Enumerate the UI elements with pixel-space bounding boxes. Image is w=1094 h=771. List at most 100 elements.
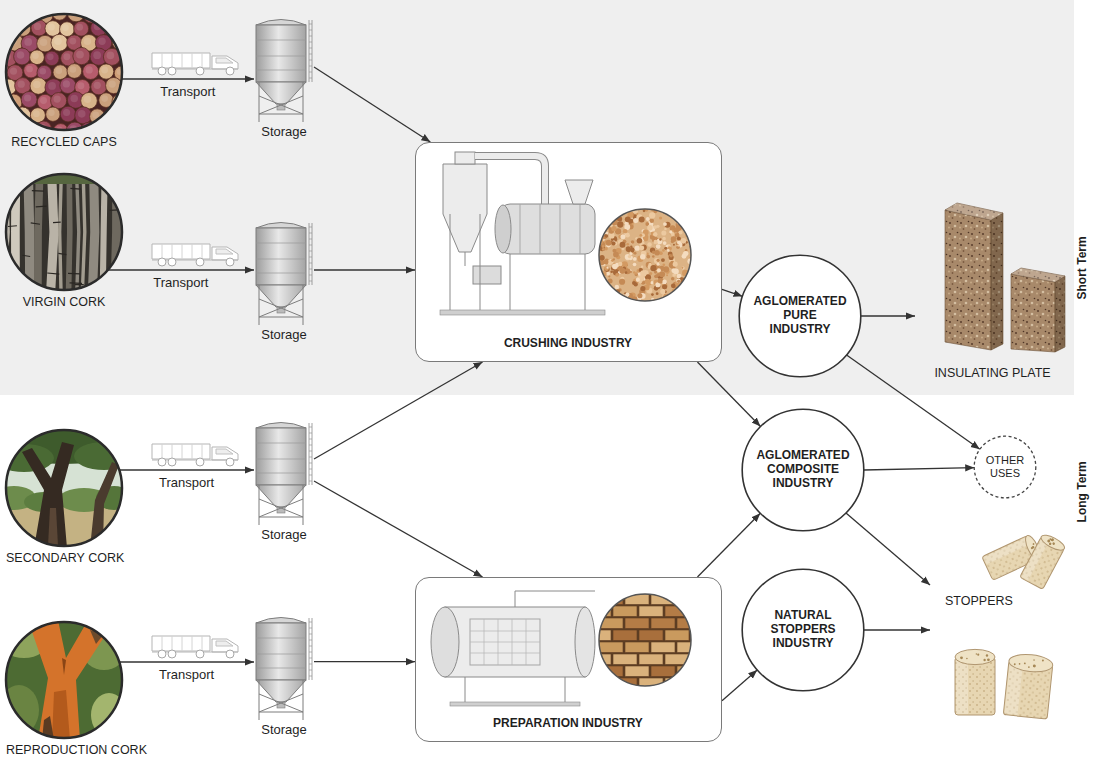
illustration-part: [606, 271, 610, 275]
illustration-part: [615, 272, 619, 276]
illustration-part: [309, 640, 312, 641]
product-illustration: INSULATING PLATE: [915, 198, 1070, 380]
illustration-part: [475, 156, 545, 204]
illustration-part: [601, 293, 607, 299]
illustration-part: [643, 236, 648, 241]
flow-arrow: [846, 513, 930, 585]
illustration-part: [703, 666, 727, 677]
illustration-part: [48, 109, 54, 115]
illustration-part: [683, 206, 688, 211]
illustration-part: [987, 658, 990, 661]
illustration-part: [673, 268, 679, 274]
illustration-part: [108, 111, 115, 118]
illustration-part: [309, 427, 312, 428]
node-graphic: [4, 12, 124, 132]
illustration-part: [259, 82, 303, 122]
illustration-part: [63, 80, 70, 87]
illustration-part: [642, 209, 645, 212]
illustration-part: [682, 214, 687, 219]
illustration-part: [1003, 653, 1053, 720]
illustration-part: [691, 606, 715, 617]
illustration-part: [1021, 538, 1049, 581]
illustration-part: [662, 249, 665, 252]
illustration-part: [84, 96, 91, 103]
circle-outline: [742, 409, 864, 531]
industry-label: PREPARATION INDUSTRY: [493, 717, 643, 731]
illustration-part: [960, 656, 963, 659]
illustration-part: [48, 82, 56, 90]
illustration-part: [611, 241, 615, 245]
illustration-part: [11, 172, 20, 292]
illustration-part: [630, 247, 634, 251]
illustration-part: [688, 286, 692, 290]
flow-arrow: [697, 362, 760, 427]
illustration-part: [309, 48, 312, 49]
illustration-part: [604, 292, 609, 297]
illustration-part: [519, 204, 520, 254]
illustration-part: [431, 607, 459, 677]
illustration-part: [465, 591, 595, 702]
illustration-part: [309, 646, 312, 647]
illustration-part: [1049, 542, 1052, 545]
illustration-part: [256, 680, 306, 702]
illustration-part: [309, 54, 312, 55]
illustration-part: [259, 680, 303, 720]
illustration-part: [632, 257, 636, 261]
illustration-part: [309, 439, 312, 440]
illustration-part: [256, 654, 306, 655]
flow-arrow: [697, 513, 760, 577]
illustration-part: [24, 94, 31, 101]
illustration-part: [654, 274, 658, 278]
illustration-part: [676, 236, 680, 240]
illustration-part: [599, 209, 691, 301]
illustration-part: [579, 204, 580, 254]
illustration-part: [684, 283, 690, 289]
illustration-part: [33, 81, 41, 89]
illustration-part: [22, 442, 74, 548]
illustration-part: [604, 247, 608, 251]
illustration-part: [60, 106, 76, 122]
illustration-part: [18, 81, 25, 88]
illustration-part: [58, 253, 66, 254]
illustration-part: [1, 112, 8, 119]
flow-arrow: [314, 481, 483, 577]
illustration-part: [99, 64, 114, 79]
flow-arrow: [864, 468, 974, 470]
illustration-part: [629, 270, 631, 272]
illustration-part: [98, 38, 105, 45]
flow-arrow: [314, 269, 415, 270]
illustration-part: [617, 261, 621, 265]
illustration-part: [0, 92, 9, 108]
illustration-part: [648, 262, 651, 265]
flow-arrow: [314, 362, 483, 459]
illustration-part: [662, 236, 666, 240]
illustration-part: [309, 227, 312, 228]
illustration-part: [40, 38, 47, 45]
illustration-part: [685, 209, 690, 214]
illustration-part: [966, 658, 968, 660]
illustration-part: [655, 244, 660, 249]
illustration-part: [45, 51, 59, 65]
illustration-part: [602, 283, 607, 288]
illustration-part: [605, 286, 610, 291]
illustration-part: [21, 92, 37, 108]
circle-outline: [739, 255, 861, 377]
industry-label: AGLOMERATED PURE INDUSTRY: [752, 295, 849, 336]
flow-arrow: [119, 661, 254, 662]
illustration-part: [656, 268, 660, 272]
source-label: SECONDARY CORK: [6, 551, 124, 565]
industry-box: PREPARATION INDUSTRY: [415, 577, 722, 742]
illustration-part: [123, 110, 130, 117]
illustration-part: [67, 64, 82, 79]
illustration-part: [109, 80, 116, 87]
illustration-part: [256, 228, 306, 285]
illustration-part: [651, 666, 675, 677]
illustration-part: [679, 298, 684, 303]
illustration-part: [983, 659, 985, 661]
illustration-part: [113, 7, 130, 24]
illustration-part: [309, 257, 312, 258]
illustration-part: [98, 121, 113, 136]
illustration-part: [14, 48, 31, 65]
illustration-part: [667, 297, 672, 302]
